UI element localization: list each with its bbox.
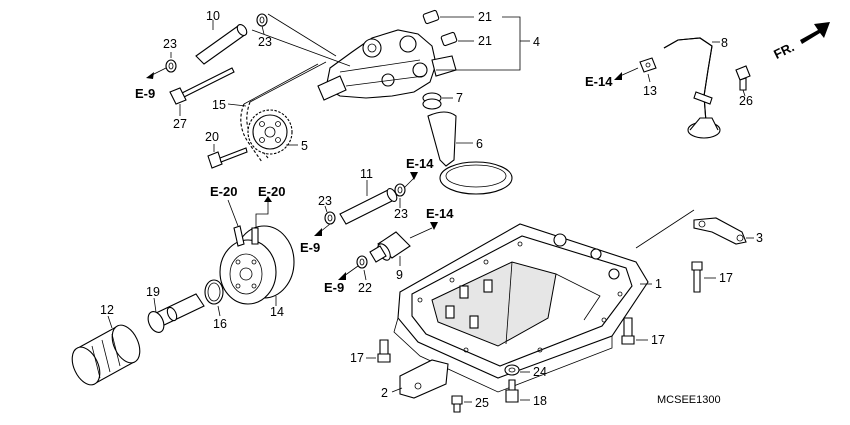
label-part-9: 9 (396, 268, 403, 282)
oil-cooler-14 (219, 225, 295, 305)
ref-e9-top: E-9 (135, 86, 155, 101)
label-part-21-lower: 21 (478, 34, 492, 48)
bracket-2 (399, 359, 449, 399)
label-part-13: 13 (643, 84, 657, 98)
label-part-17-right: 17 (719, 271, 733, 285)
label-part-19: 19 (146, 285, 160, 299)
washer-22 (356, 255, 368, 269)
drain-bolt-18 (505, 379, 519, 403)
nut-13 (639, 57, 657, 73)
ref-e20-b: E-20 (258, 184, 285, 199)
label-part-3: 3 (756, 231, 763, 245)
label-part-16: 16 (213, 317, 227, 331)
washer-23-left-mid (324, 211, 336, 225)
ref-e14-mid-a: E-14 (406, 156, 434, 171)
washer-23-top-right (256, 13, 268, 27)
sprocket-5 (247, 109, 293, 155)
arrow-e20-b (264, 196, 272, 202)
label-part-17-mid: 17 (651, 333, 665, 347)
ref-e9-mid: E-9 (300, 240, 320, 255)
label-part-14: 14 (270, 305, 284, 319)
center-bolt-19 (147, 293, 205, 333)
label-part-2: 2 (381, 386, 388, 400)
front-arrow-icon (800, 22, 830, 44)
bolt-20 (207, 147, 248, 169)
label-part-15: 15 (212, 98, 226, 112)
bolt-17-mid (621, 317, 635, 345)
ref-e14-mid-b: E-14 (426, 206, 454, 221)
label-part-17-left: 17 (350, 351, 364, 365)
ref-e14-right: E-14 (585, 74, 613, 89)
washer-23-right-mid (394, 183, 406, 197)
label-part-27: 27 (173, 117, 187, 131)
label-part-25: 25 (475, 396, 489, 410)
label-part-10: 10 (206, 9, 220, 23)
bolt-17-right (691, 261, 703, 293)
label-part-22: 22 (358, 281, 372, 295)
pump-dowel-pins (422, 9, 458, 47)
front-direction-label: FR. (771, 39, 796, 62)
o-ring-7 (422, 92, 442, 110)
bolt-17-left (377, 339, 391, 363)
label-part-4: 4 (533, 35, 540, 49)
label-part-23-top-right: 23 (258, 35, 272, 49)
label-part-18: 18 (533, 394, 547, 408)
arrow-e14-right (614, 72, 622, 80)
washer-23-top-left (165, 59, 177, 73)
label-part-1: 1 (655, 277, 662, 291)
bracket-3 (693, 217, 747, 245)
label-part-21-upper: 21 (478, 10, 492, 24)
oil-pump (317, 29, 457, 101)
pipe-11 (339, 187, 398, 225)
oil-pressure-switch-9 (369, 231, 411, 263)
ref-e9-low: E-9 (324, 280, 344, 295)
label-part-8: 8 (721, 36, 728, 50)
pipe-10 (195, 24, 248, 65)
label-part-7: 7 (456, 91, 463, 105)
bolt-27 (169, 67, 235, 105)
bolt-25 (451, 395, 463, 413)
dipstick-tube-8 (663, 37, 721, 139)
label-part-23-top-left: 23 (163, 37, 177, 51)
drive-chain-15 (240, 61, 327, 163)
label-part-5: 5 (301, 139, 308, 153)
label-part-23-right-mid: 23 (394, 207, 408, 221)
label-part-12: 12 (100, 303, 114, 317)
bolt-26 (735, 65, 751, 91)
label-part-23-left-mid: 23 (318, 194, 332, 208)
arrow-e14-mid-a (410, 172, 418, 180)
label-part-26: 26 (739, 94, 753, 108)
front-direction-icon: FR. (771, 22, 830, 62)
oil-pan-1 (393, 223, 649, 393)
label-part-6: 6 (476, 137, 483, 151)
diagram-code: MCSEE1300 (657, 394, 721, 406)
arrow-e9-mid (314, 228, 322, 236)
arrow-e9-low (338, 272, 346, 280)
washer-24 (504, 364, 520, 376)
o-ring-16 (204, 279, 224, 305)
arrow-e14-mid-b (430, 222, 438, 230)
arrow-e9-top (146, 72, 154, 79)
label-part-11: 11 (360, 167, 373, 181)
ref-e20-a: E-20 (210, 184, 237, 199)
oil-filter-12 (71, 324, 141, 386)
oil-strainer-6 (427, 111, 513, 195)
label-part-20: 20 (205, 130, 219, 144)
label-part-24: 24 (533, 365, 547, 379)
